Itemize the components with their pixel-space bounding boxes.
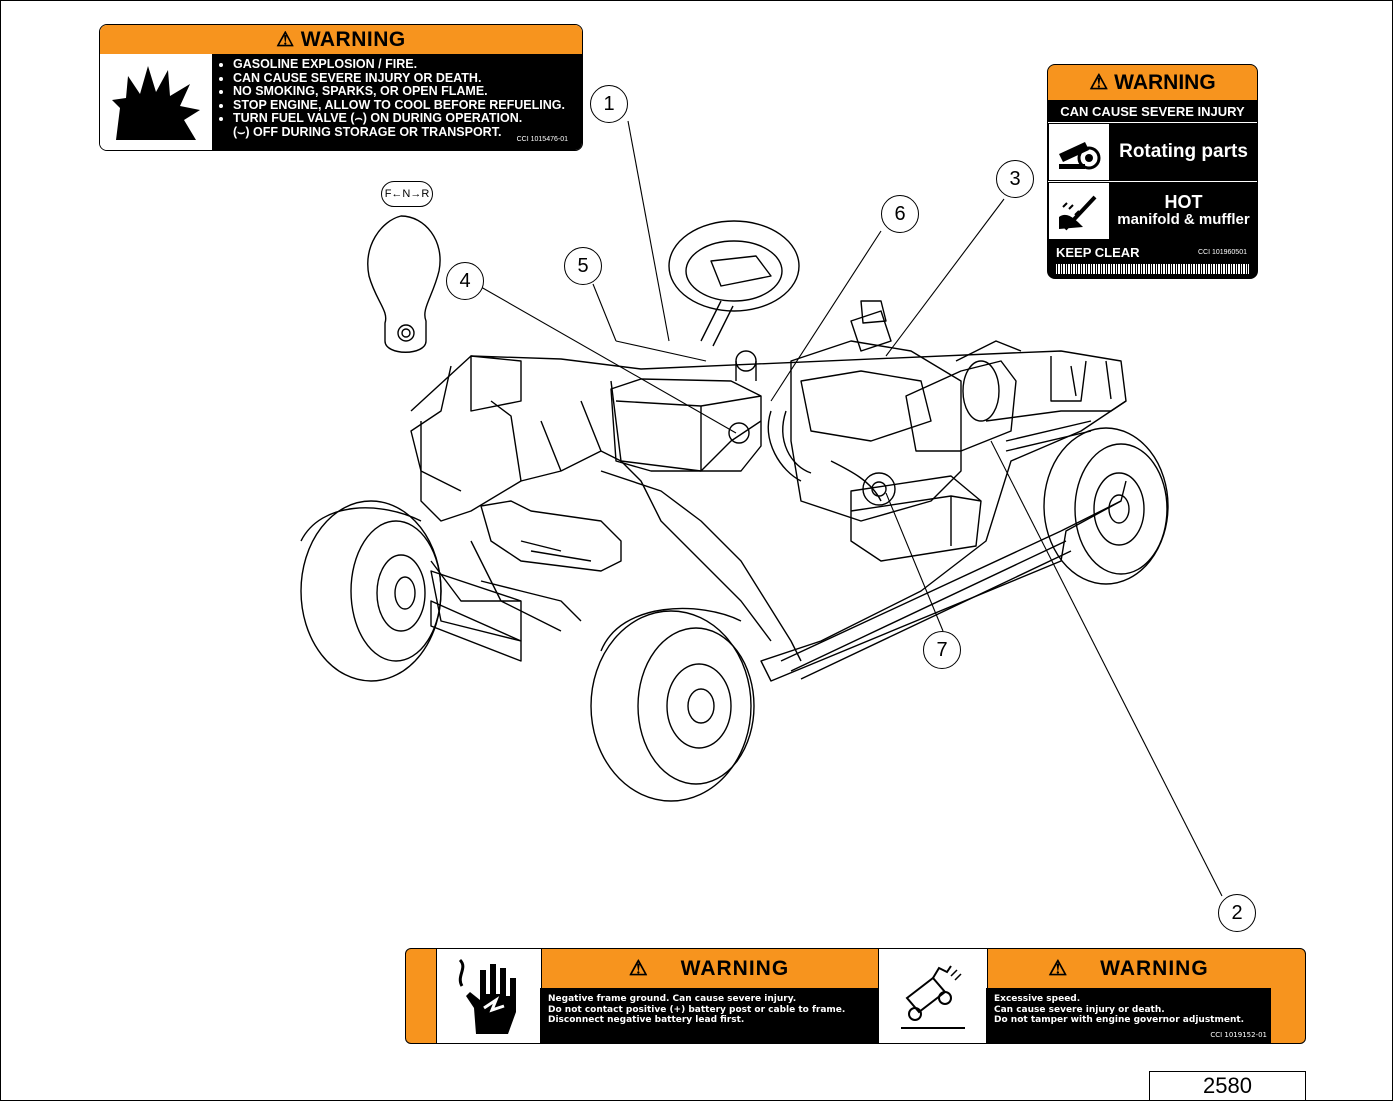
rotating-warning-subheader: CAN CAUSE SEVERE INJURY — [1048, 100, 1257, 122]
shift-direction-text: F←N→R — [381, 181, 433, 207]
manifold-muffler-text: manifold & muffler — [1117, 211, 1250, 228]
warning-triangle-icon: ⚠ — [1048, 957, 1069, 980]
callout-7: 7 — [923, 631, 961, 669]
fuel-warning-header: ⚠ WARNING — [100, 25, 582, 54]
fuel-decal-code: CCI 1015476-01 — [516, 135, 568, 143]
fuel-warning-line: STOP ENGINE, ALLOW TO COOL BEFORE REFUEL… — [233, 98, 576, 113]
right-warning-line: Can cause severe injury or death. — [994, 1004, 1165, 1015]
rotating-parts-warning-decal: ⚠ WARNING CAN CAUSE SEVERE INJURY Rotati… — [1047, 64, 1258, 279]
keep-clear-text: KEEP CLEAR — [1056, 244, 1140, 260]
hot-surface-icon — [1048, 182, 1110, 240]
bottom-decal-code: CCI 1019152-01 — [1210, 1030, 1267, 1039]
callout-5: 5 — [564, 247, 602, 285]
left-warning-line: Do not contact positive (+) battery post… — [548, 1004, 846, 1015]
right-warning-line: Excessive speed. — [994, 994, 1081, 1004]
shift-lever-decal — [367, 215, 441, 353]
vehicle-tipping-icon — [878, 949, 988, 1043]
left-warning-line: Disconnect negative battery lead first. — [548, 1015, 745, 1025]
rotating-parts-text: Rotating parts — [1119, 141, 1248, 162]
callout-6: 6 — [881, 195, 919, 233]
warning-triangle-icon: ⚠ — [628, 957, 649, 980]
electric-shock-hand-icon — [436, 949, 542, 1043]
left-warning-header: ⚠ WARNING — [628, 956, 790, 981]
right-warning-line: Do not tamper with engine governor adjus… — [994, 1015, 1245, 1025]
bottom-warning-decal: ⚠ WARNING Negative frame ground. Can cau… — [405, 948, 1306, 1044]
warning-triangle-icon: ⚠ — [276, 29, 295, 51]
explosion-icon — [100, 54, 213, 150]
callout-2: 2 — [1218, 894, 1256, 932]
fuel-warning-line: CAN CAUSE SEVERE INJURY OR DEATH. — [233, 71, 576, 86]
fuel-warning-line: TURN FUEL VALVE (⌢) ON DURING OPERATION. — [233, 111, 576, 126]
left-warning-line: Negative frame ground. Can cause severe … — [548, 994, 797, 1004]
barcode — [1056, 264, 1249, 274]
fuel-warning-line: NO SMOKING, SPARKS, OR OPEN FLAME. — [233, 84, 576, 99]
callout-4: 4 — [446, 262, 484, 300]
rotating-parts-icon — [1048, 123, 1110, 181]
figure-number: 2580 — [1149, 1071, 1306, 1100]
right-warning-header: ⚠ WARNING — [1048, 956, 1209, 981]
fuel-warning-decal: ⚠ WARNING GASOLINE EXPLOSION / FIRE. CAN… — [99, 24, 583, 151]
callout-1: 1 — [590, 85, 628, 123]
rotating-decal-code: CCI 101960501 — [1197, 248, 1247, 256]
hot-text: HOT — [1164, 192, 1203, 212]
callout-3: 3 — [996, 160, 1034, 198]
fuel-warning-line: GASOLINE EXPLOSION / FIRE. — [233, 57, 576, 72]
rotating-warning-header: ⚠ WARNING — [1048, 65, 1257, 100]
warning-triangle-icon: ⚠ — [1089, 71, 1109, 94]
fuel-warning-line: (⌣) OFF DURING STORAGE OR TRANSPORT. — [233, 124, 502, 139]
